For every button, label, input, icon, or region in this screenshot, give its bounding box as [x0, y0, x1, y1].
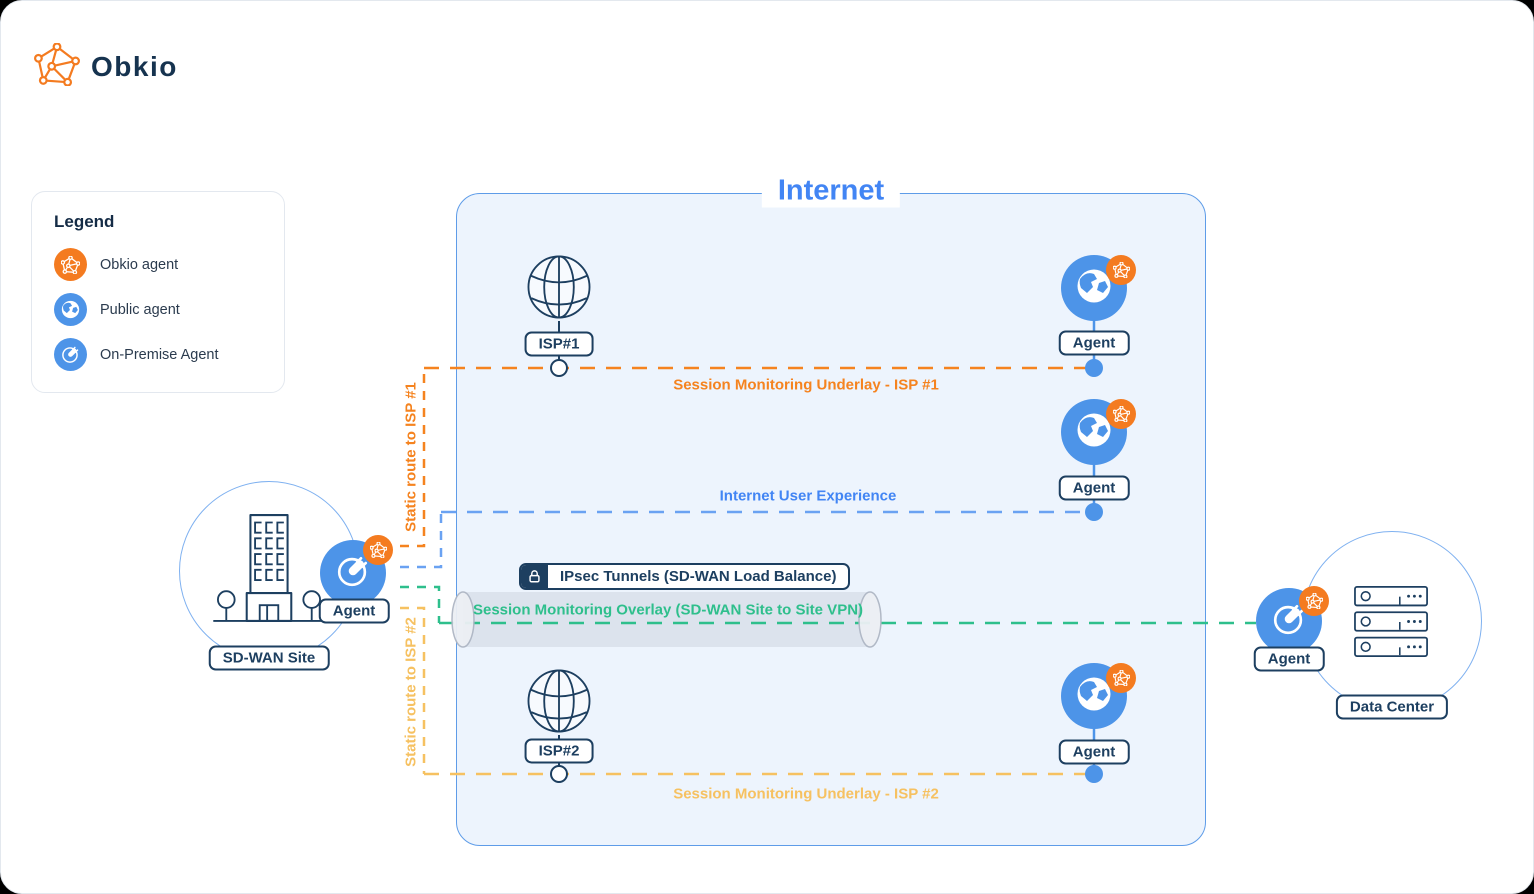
obkio-badge-icon — [1299, 586, 1329, 616]
isp1-globe-wireframe-icon — [522, 250, 596, 329]
data-center-label: Data Center — [1335, 694, 1449, 720]
legend-item-label: Obkio agent — [100, 256, 179, 273]
public-agent-1-label: Agent — [1058, 330, 1130, 356]
data-center-agent-label: Agent — [1253, 646, 1325, 672]
plug-icon — [334, 552, 372, 595]
isp2-globe-wireframe-icon — [522, 664, 596, 743]
underlay-isp1-label: Session Monitoring Underlay - ISP #1 — [673, 376, 939, 394]
legend-item-obkio-agent: Obkio agent — [54, 248, 262, 281]
public-agent-2 — [1061, 399, 1127, 465]
plug-icon — [1270, 600, 1308, 643]
brand-name: Obkio — [91, 51, 178, 82]
obkio-network-icon — [34, 42, 80, 91]
internet-title: Internet — [761, 174, 901, 208]
legend-item-label: Public agent — [100, 301, 180, 318]
on-premise-agent-plug-icon — [54, 338, 87, 371]
isp2-label: ISP#2 — [524, 738, 594, 764]
server-rack-icon — [1354, 585, 1430, 664]
legend-title: Legend — [54, 212, 115, 231]
public-agent-2-label: Agent — [1058, 475, 1130, 501]
ipsec-tunnel-label: IPsec Tunnels (SD-WAN Load Balance) — [560, 568, 837, 585]
legend-item-on-premise-agent: On-Premise Agent — [54, 338, 262, 371]
isp1-label: ISP#1 — [524, 331, 594, 357]
static-route-isp1-label: Static route to ISP #1 — [402, 382, 420, 532]
globe-icon — [1074, 410, 1114, 455]
lock-icon — [521, 565, 548, 588]
obkio-badge-icon — [1106, 663, 1136, 693]
public-agent-globe-icon — [54, 293, 87, 326]
globe-icon — [1074, 674, 1114, 719]
legend-item-public-agent: Public agent — [54, 293, 262, 326]
globe-icon — [1074, 266, 1114, 311]
obkio-logo: Obkio — [34, 42, 178, 91]
legend-item-label: On-Premise Agent — [100, 346, 219, 363]
sdwan-site-label: SD-WAN Site — [208, 645, 330, 671]
underlay-isp2-label: Session Monitoring Underlay - ISP #2 — [673, 785, 939, 803]
obkio-agent-icon — [54, 248, 87, 281]
sdwan-site-agent-label: Agent — [318, 598, 390, 624]
obkio-badge-icon — [363, 535, 393, 565]
ipsec-tunnel-tag: IPsec Tunnels (SD-WAN Load Balance) — [519, 563, 851, 590]
obkio-badge-icon — [1106, 399, 1136, 429]
static-route-isp2-label: Static route to ISP #2 — [402, 617, 420, 767]
public-agent-3-label: Agent — [1058, 739, 1130, 765]
overlay-vpn-label: Session Monitoring Overlay (SD-WAN Site … — [472, 601, 864, 619]
obkio-badge-icon — [1106, 255, 1136, 285]
legend-card: Legend Obkio agent — [31, 191, 285, 393]
internet-ux-label: Internet User Experience — [719, 487, 897, 505]
office-building-icon — [204, 506, 334, 635]
